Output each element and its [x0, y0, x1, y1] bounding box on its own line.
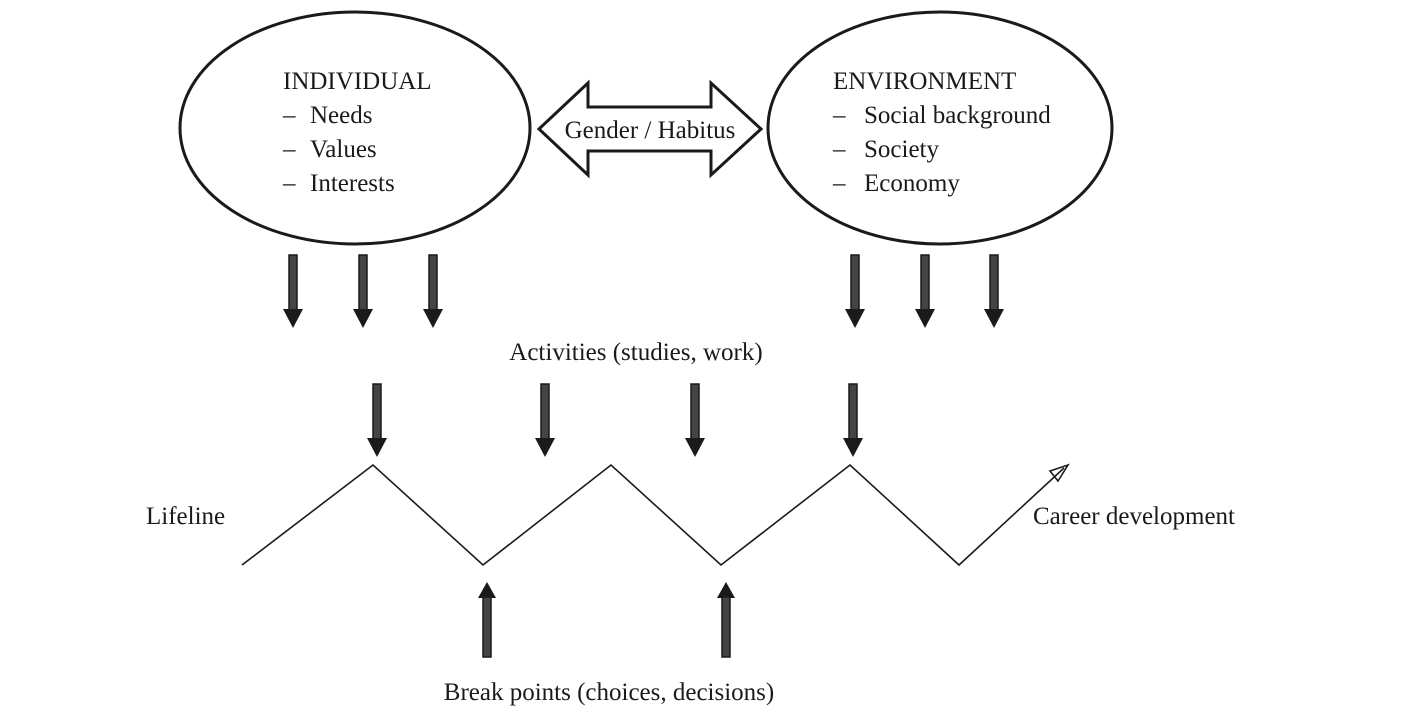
- down-arrow-icon: [685, 383, 705, 457]
- environment-ellipse: [766, 10, 1114, 246]
- individual-title: INDIVIDUAL: [283, 68, 432, 95]
- break-points-label: Break points (choices, decisions): [444, 679, 774, 706]
- down-arrow-icon: [843, 383, 863, 457]
- individual-item-needs: Needs: [310, 102, 372, 129]
- up-arrow-icon: [717, 582, 735, 658]
- individual-item-interests: Interests: [310, 170, 395, 197]
- activity-down-arrows: [367, 383, 863, 457]
- lifeline-arrowhead-icon: [1048, 463, 1070, 483]
- lifeline-label: Lifeline: [146, 503, 225, 530]
- down-arrow-icon: [353, 254, 373, 328]
- individual-item-values: Values: [310, 136, 377, 163]
- down-arrow-icon: [283, 254, 303, 328]
- down-arrow-icon: [915, 254, 935, 328]
- environment-item-social-background: Social background: [864, 102, 1051, 129]
- down-arrow-icon: [984, 254, 1004, 328]
- activities-label: Activities (studies, work): [509, 339, 762, 366]
- environment-item-society: Society: [864, 136, 939, 163]
- gender-habitus-label: Gender / Habitus: [565, 117, 736, 144]
- breakpoint-up-arrows: [478, 582, 735, 658]
- individual-ellipse: [178, 10, 532, 246]
- down-arrow-icon: [367, 383, 387, 457]
- lifeline-zigzag: [241, 463, 1065, 567]
- down-arrow-icon: [535, 383, 555, 457]
- career-development-label: Career development: [1033, 503, 1235, 530]
- environment-down-arrows: [845, 254, 1004, 328]
- environment-bullet-1: –: [832, 102, 846, 129]
- double-arrow-icon: [536, 79, 764, 179]
- environment-title: ENVIRONMENT: [833, 68, 1016, 95]
- environment-bullet-3: –: [832, 170, 846, 197]
- environment-item-economy: Economy: [864, 170, 960, 197]
- individual-down-arrows: [283, 254, 443, 328]
- down-arrow-icon: [845, 254, 865, 328]
- individual-bullet-2: –: [282, 136, 296, 163]
- individual-bullet-3: –: [282, 170, 296, 197]
- individual-bullet-1: –: [282, 102, 296, 129]
- environment-bullet-2: –: [832, 136, 846, 163]
- up-arrow-icon: [478, 582, 496, 658]
- down-arrow-icon: [423, 254, 443, 328]
